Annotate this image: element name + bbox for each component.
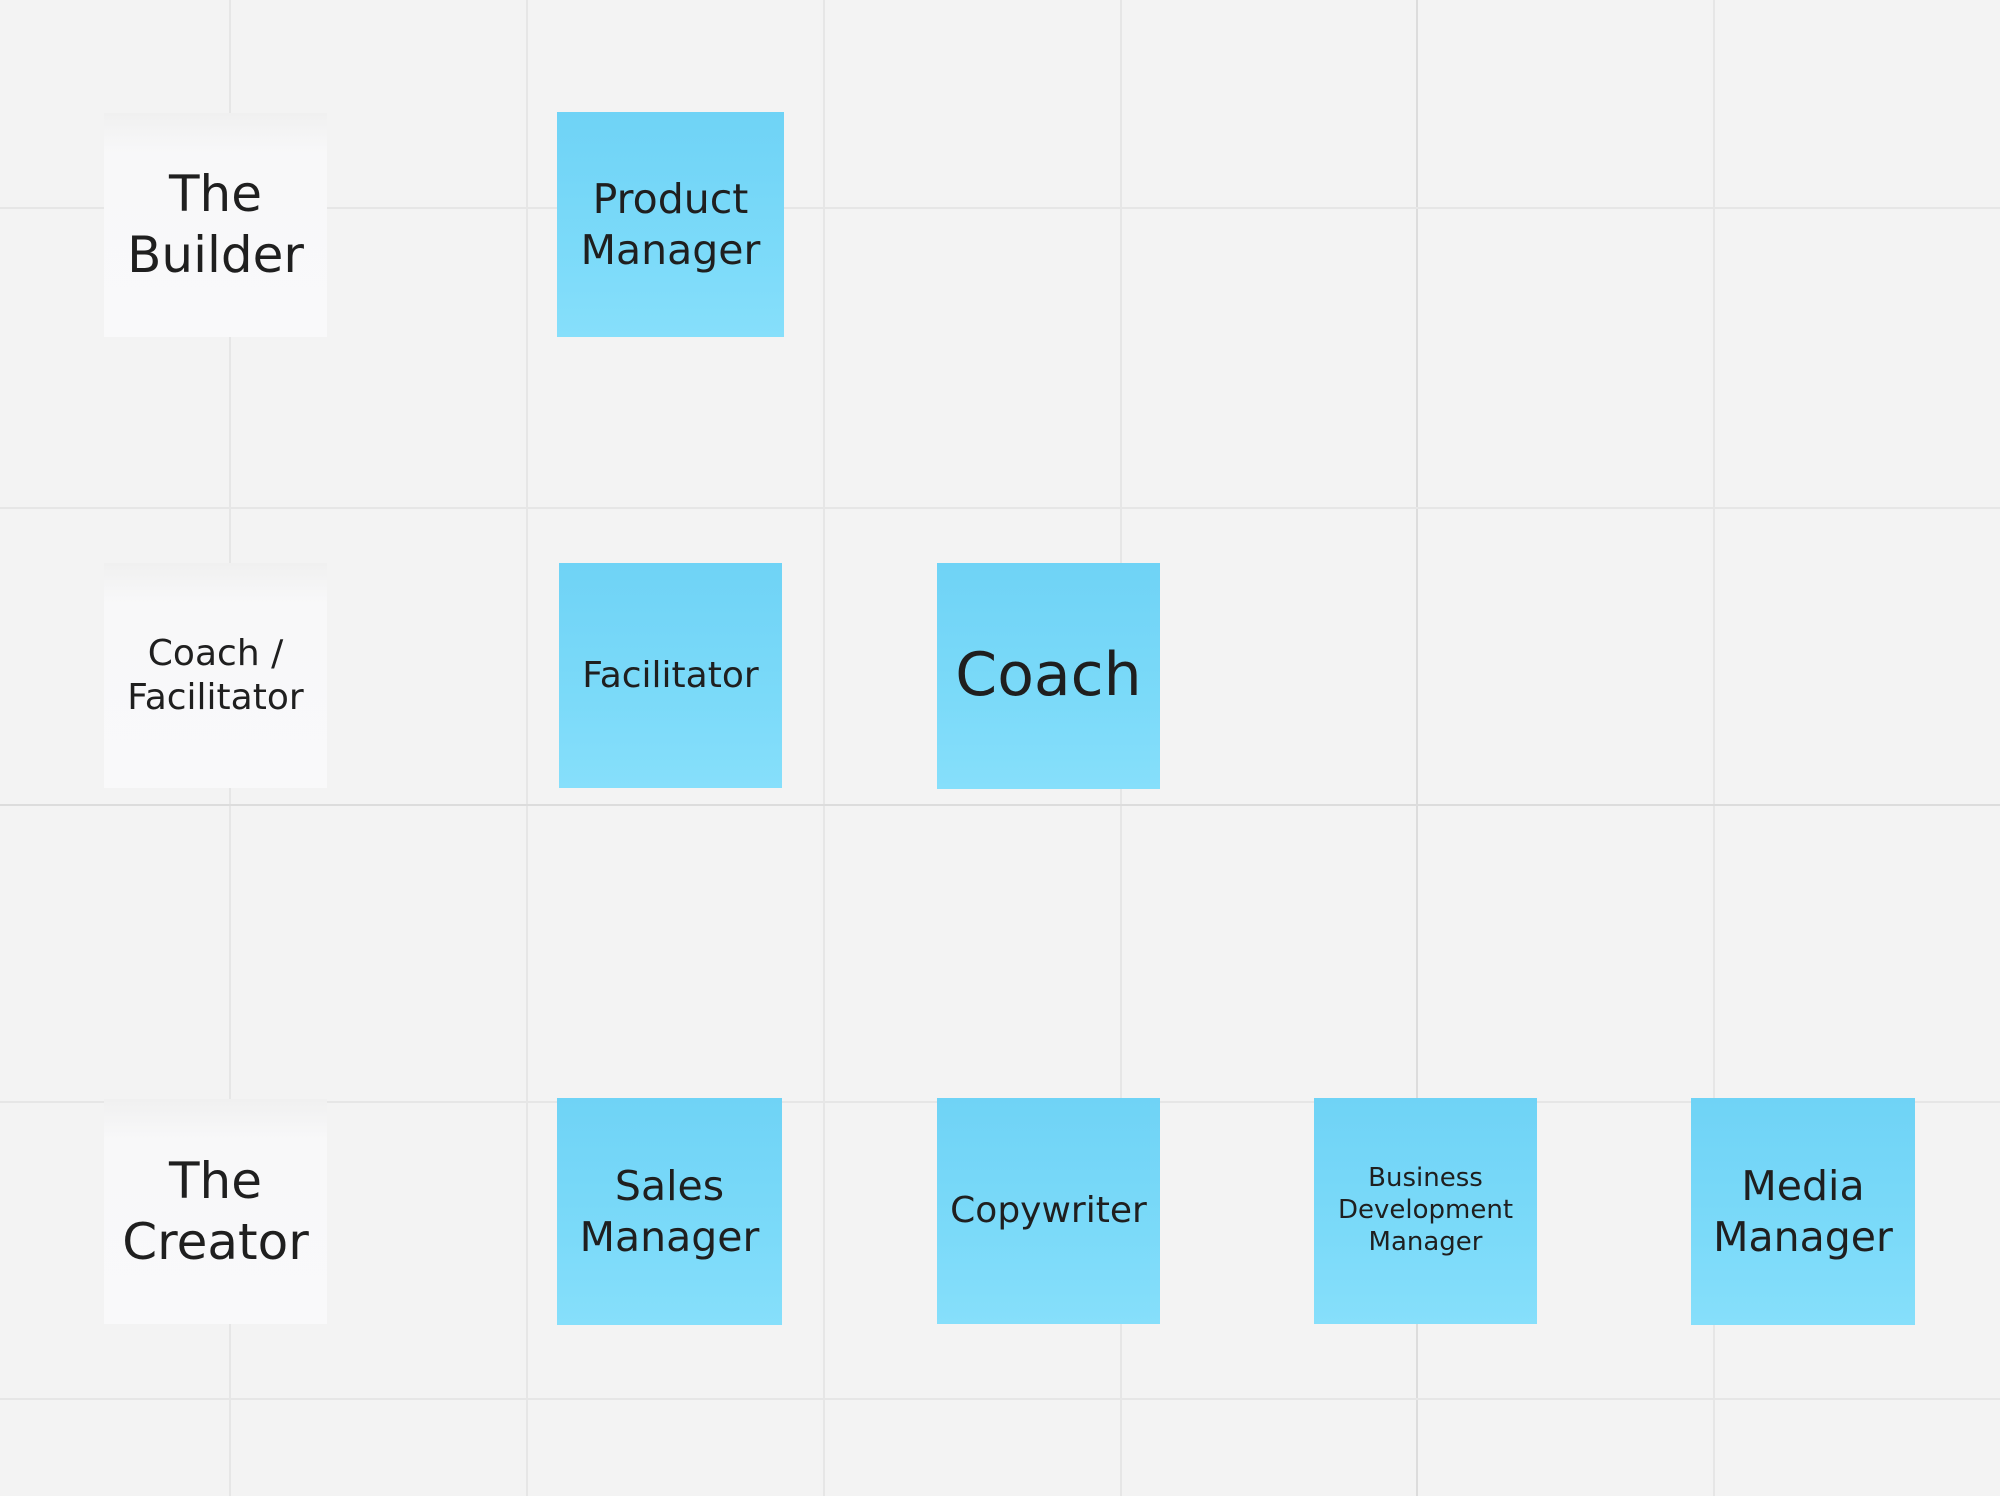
grid-line bbox=[0, 507, 2000, 509]
sticky-note-text: The Creator bbox=[122, 1151, 309, 1271]
grid-line bbox=[823, 0, 825, 1496]
sticky-note-text: Coach / Facilitator bbox=[127, 632, 304, 718]
sticky-note-role[interactable]: Business Development Manager bbox=[1314, 1098, 1537, 1324]
sticky-note-role[interactable]: Sales Manager bbox=[557, 1098, 782, 1325]
grid-line bbox=[0, 207, 2000, 209]
sticky-note-role[interactable]: Coach bbox=[937, 563, 1160, 789]
sticky-note-text: Coach bbox=[955, 640, 1142, 711]
grid-line bbox=[1713, 0, 1715, 1496]
sticky-note-text: Media Manager bbox=[1713, 1162, 1893, 1261]
sticky-note-text: Sales Manager bbox=[579, 1162, 760, 1261]
sticky-note-role[interactable]: Copywriter bbox=[937, 1098, 1160, 1324]
sticky-note-text: Facilitator bbox=[582, 654, 759, 696]
sticky-note-row-label[interactable]: Coach / Facilitator bbox=[104, 563, 327, 788]
sticky-note-row-label[interactable]: The Builder bbox=[104, 113, 327, 337]
sticky-note-role[interactable]: Media Manager bbox=[1691, 1098, 1915, 1325]
sticky-note-role[interactable]: Facilitator bbox=[559, 563, 782, 788]
grid-line bbox=[0, 1398, 2000, 1400]
sticky-note-text: Business Development Manager bbox=[1337, 1163, 1514, 1257]
grid-line bbox=[1416, 0, 1418, 1496]
sticky-note-text: Copywriter bbox=[950, 1190, 1147, 1232]
sticky-note-role[interactable]: Product Manager bbox=[557, 112, 784, 337]
sticky-note-text: The Builder bbox=[127, 165, 304, 284]
grid-line bbox=[0, 804, 2000, 806]
sticky-note-text: Product Manager bbox=[580, 175, 761, 274]
grid-line bbox=[526, 0, 528, 1496]
sticky-note-row-label[interactable]: The Creator bbox=[104, 1099, 327, 1324]
